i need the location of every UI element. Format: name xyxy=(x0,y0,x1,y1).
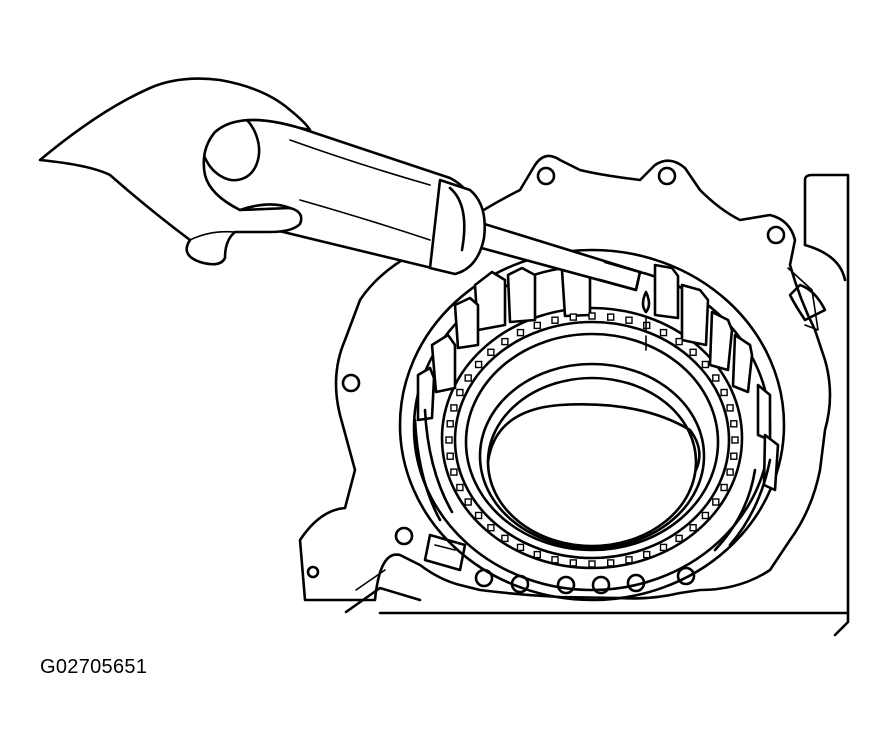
drum-tooth xyxy=(712,374,720,382)
drum-tooth xyxy=(625,316,633,324)
drum-tooth xyxy=(607,559,615,567)
drum-tooth xyxy=(487,524,495,532)
drum-tooth xyxy=(643,550,651,559)
drum-tooth xyxy=(551,556,559,564)
drum-tooth xyxy=(551,316,559,324)
clutch-plate-tabs xyxy=(413,263,780,552)
drum-tooth xyxy=(659,328,668,337)
drum-tooth xyxy=(501,534,509,543)
drum-tooth xyxy=(487,348,495,356)
drum-tooth xyxy=(625,556,633,564)
drum-tooth xyxy=(464,374,472,382)
drum-tooth xyxy=(474,511,483,520)
drum-tooth xyxy=(689,524,697,532)
drum-tooth xyxy=(474,360,483,369)
figure-code: G02705651 xyxy=(40,656,148,678)
drum-tooth xyxy=(446,420,454,428)
drum-tooth xyxy=(588,312,596,320)
drum-tooth xyxy=(731,436,739,444)
drum-tooth xyxy=(516,543,525,552)
drum-tooth xyxy=(607,313,615,321)
drum-tooth xyxy=(445,436,453,444)
drum-tooth xyxy=(516,328,525,337)
drum-tooth xyxy=(726,404,734,412)
drop-icon xyxy=(641,290,651,351)
drum-tooth xyxy=(450,404,458,412)
drum-teeth xyxy=(445,312,739,568)
drum-tooth xyxy=(701,511,710,520)
drum-tooth xyxy=(726,468,734,476)
transmission-case-icon xyxy=(344,173,850,637)
drum-tooth xyxy=(730,452,738,460)
drum-tooth xyxy=(501,337,509,346)
drum-tooth xyxy=(689,348,697,356)
hand-icon xyxy=(38,77,312,266)
drum-tooth xyxy=(464,498,472,506)
drum-tooth xyxy=(675,337,683,346)
screwdriver-icon xyxy=(199,108,642,292)
clutch-drum-icon xyxy=(398,248,786,602)
drum-tooth xyxy=(659,543,668,552)
drum-tooth xyxy=(533,550,541,559)
drum-tooth xyxy=(533,321,541,330)
drum-tooth xyxy=(701,360,710,369)
drum-tooth xyxy=(456,388,464,397)
drum-tooth xyxy=(569,559,577,567)
drum-tooth xyxy=(450,468,458,476)
drum-tooth xyxy=(730,420,738,428)
drum-tooth xyxy=(720,483,728,492)
drum-tooth xyxy=(456,483,464,492)
drum-tooth xyxy=(675,534,683,543)
drum-tooth xyxy=(720,388,728,397)
drum-tooth xyxy=(712,498,720,506)
drum-tooth xyxy=(588,560,596,568)
drum-tooth xyxy=(446,452,454,460)
drum-tooth xyxy=(569,313,577,321)
